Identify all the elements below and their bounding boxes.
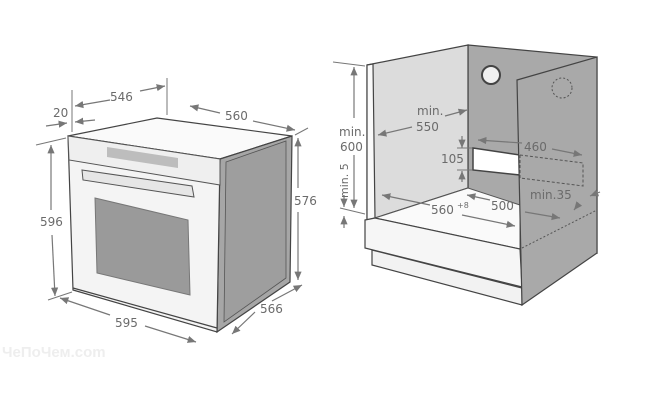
- dim-566: 566: [260, 302, 283, 316]
- cabinet-drawing: [364, 44, 598, 307]
- dim-595: 595: [115, 316, 138, 330]
- dim-500: 500: [491, 199, 514, 213]
- oven-side-inner: [223, 140, 287, 323]
- cable-hole: [481, 65, 501, 85]
- cabinet-dimensions: min. 600 min. 5 min. 550 105 460 min.35 …: [332, 61, 601, 228]
- dim-20: 20: [53, 106, 68, 120]
- dim-min-550: 550: [416, 120, 439, 134]
- dim-560: 560: [225, 109, 248, 123]
- dim-105: 105: [441, 152, 464, 166]
- dim-560-niche: 560: [431, 203, 454, 217]
- control-display: [107, 147, 178, 168]
- dim-546: 546: [110, 90, 133, 104]
- door-handle: [81, 169, 195, 198]
- oven-window: [94, 197, 191, 296]
- dim-min-5: min. 5: [338, 163, 351, 198]
- cabinet-right-wall: [516, 56, 598, 307]
- dim-min-600-prefix: min.: [339, 125, 365, 139]
- cable-hole-hidden: [551, 77, 573, 99]
- dim-576: 576: [294, 194, 317, 208]
- cabinet-left-edge: [366, 63, 376, 221]
- oven-drawing: [67, 117, 293, 334]
- dim-560-tolerance: +8: [457, 201, 469, 210]
- dim-min-600: 600: [340, 140, 363, 154]
- dim-596: 596: [40, 215, 63, 229]
- watermark: ЧеПоЧем.com: [2, 344, 106, 361]
- dim-460: 460: [524, 140, 547, 154]
- oven-dimensions: 546 20 560 596 576 595 566: [35, 78, 317, 343]
- dim-min-35: min.35: [530, 188, 572, 202]
- vent-hidden: [519, 154, 584, 187]
- dim-min-550-prefix: min.: [417, 104, 443, 118]
